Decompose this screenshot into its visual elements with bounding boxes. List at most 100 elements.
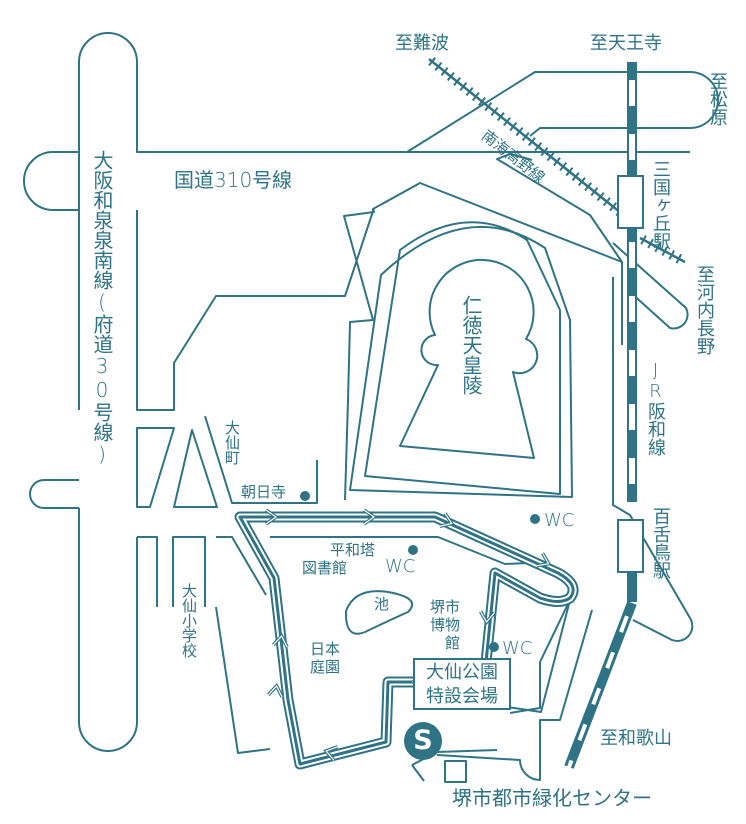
wc-dot-1 [530, 514, 540, 524]
nankai-tick [590, 187, 599, 197]
nankai-tick [428, 56, 437, 67]
nankai-tick [446, 71, 455, 82]
course-arrow-highlight [267, 685, 283, 698]
jr-diag-dash [563, 759, 574, 778]
nankai-tick [609, 202, 618, 212]
nankai-tick [540, 147, 549, 157]
jr-dash [629, 296, 635, 322]
pond [344, 590, 413, 635]
nankai-tick [490, 107, 499, 117]
course-lane-inner [238, 515, 575, 766]
nankai-tick [647, 238, 654, 249]
nankai-tick [521, 132, 530, 142]
nankai-tick [661, 246, 668, 257]
label-wc-2: WC [385, 556, 416, 577]
nankai-tick [559, 162, 568, 172]
label-to-kawachinagano: 至河内長野 [694, 265, 715, 355]
nankai-tick [571, 172, 580, 182]
jr-dash [629, 242, 635, 268]
road-osaka-izumi [78, 32, 690, 410]
park-outline [270, 536, 531, 565]
label-osaka-izumi-road: 大阪和泉泉南線(府道30号線) [90, 150, 114, 466]
label-asahi-temple: 朝日寺 [241, 483, 287, 501]
label-greening-center: 堺市都市緑化センター [452, 786, 652, 810]
label-sakai-museum: 堺市博物館 [426, 598, 460, 652]
label-mikunigaoka-station: 三国ヶ丘駅 [650, 160, 671, 250]
nankai-tick [546, 152, 555, 162]
jr-diag-dash [591, 687, 602, 705]
course-arrow-highlight [480, 611, 495, 624]
label-daisen-town: 大仙町 [223, 420, 241, 465]
wc-dot-3 [489, 642, 499, 652]
nankai-tick [534, 142, 543, 152]
asahi-temple-dot [300, 491, 310, 501]
railway-jr-upper [627, 62, 637, 502]
label-to-wakayama: 至和歌山 [600, 728, 672, 749]
label-to-tennoji: 至天王寺 [590, 33, 662, 54]
jr-dash [629, 404, 635, 430]
block-2 [173, 429, 218, 508]
label-nintoku-tomb: 仁徳天皇陵 [459, 295, 483, 395]
station-mozu [617, 519, 644, 573]
nankai-tick [675, 253, 683, 264]
road-east [496, 153, 623, 263]
jr-dash [629, 350, 635, 376]
nankai-tick [565, 167, 574, 177]
road-centre-diag [411, 764, 425, 782]
label-peace-tower: 平和塔 [330, 541, 376, 559]
label-daisen-school: 大仙小学校 [180, 583, 198, 658]
venue-box: 大仙公園 特設会場 [413, 658, 511, 710]
nankai-tick [640, 234, 647, 245]
nankai-tick [496, 112, 505, 122]
road-school-1 [137, 536, 158, 607]
nankai-tick [553, 157, 561, 167]
nankai-tick [471, 92, 480, 102]
jr-dash [629, 458, 635, 484]
nankai-tick [602, 197, 611, 207]
nankai-tick [515, 127, 524, 137]
road-west-park [216, 536, 267, 596]
museum-text: 堺市博物館 [429, 598, 460, 652]
road-jr-west [612, 277, 631, 516]
nankai-tick [478, 97, 486, 107]
course-arrow-highlight [363, 509, 376, 525]
road-daisen [204, 415, 318, 504]
label-wc-3: WC [502, 638, 533, 659]
nankai-tick [528, 137, 536, 147]
nankai-tick [453, 76, 461, 87]
nankai-tick [596, 192, 605, 202]
nankai-tick [654, 242, 661, 253]
road-left-lower [78, 508, 138, 752]
wc-dot-2 [408, 545, 418, 555]
nankai-tick [584, 182, 593, 192]
station-mikunigaoka [617, 175, 644, 229]
jr-dash [629, 80, 635, 106]
nankai-tick [503, 117, 511, 127]
nankai-tick [509, 122, 518, 132]
tomb-moat-2 [364, 221, 561, 495]
venue-line-1: 大仙公園 [426, 662, 498, 683]
start-marker: S [404, 722, 442, 760]
jr-diag-dash [619, 615, 629, 633]
label-route-310: 国道310号線 [174, 168, 293, 192]
road-kawachinagano [612, 242, 689, 330]
road-north [406, 71, 719, 153]
road-left-cross [23, 151, 80, 410]
label-mozu-station: 百舌鳥駅 [650, 507, 671, 579]
road-south-east [436, 609, 593, 781]
jr-diag-dash [605, 651, 615, 669]
block-1 [136, 427, 175, 508]
course-arrow-highlight [272, 635, 288, 648]
greening-center-box [444, 760, 467, 783]
jr-dash [629, 134, 635, 160]
road-west-long [215, 606, 271, 754]
road-mozu [629, 514, 694, 642]
nankai-tick [459, 82, 468, 92]
label-to-matsubara: 至松原 [707, 72, 728, 126]
label-to-namba: 至難波 [395, 33, 449, 54]
label-pond: 池 [374, 595, 390, 613]
nankai-tick [577, 177, 586, 187]
course-route [234, 508, 579, 770]
